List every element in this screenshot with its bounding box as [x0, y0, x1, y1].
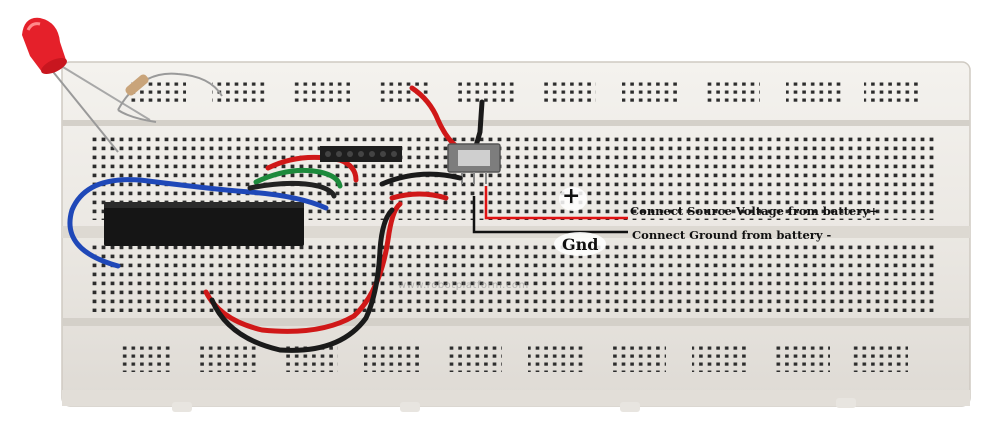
source-voltage-label: Connect Source Voltage from battery+ — [630, 204, 879, 218]
terminal-strip-bottom — [92, 244, 938, 312]
positive-symbol: + — [562, 183, 581, 209]
ground-connection-line — [472, 196, 628, 234]
resistor-icon — [117, 72, 223, 123]
long-wires — [203, 201, 403, 353]
ground-symbol: Gnd — [562, 235, 599, 254]
positive-connection-line — [484, 186, 628, 220]
watermark: www.robotplatform.com — [398, 280, 529, 291]
ic-chip-icon — [104, 202, 304, 246]
red-led-icon — [22, 17, 151, 153]
voltage-regulator-icon — [409, 85, 501, 184]
bottom-power-rail — [118, 346, 908, 372]
plus-bubble — [559, 187, 587, 211]
blue-wire — [67, 177, 329, 269]
pin-header-icon — [320, 146, 402, 162]
ground-connection-label: Connect Ground from battery - — [632, 228, 832, 242]
gnd-bubble — [554, 232, 606, 256]
regulator-wires — [379, 171, 463, 201]
